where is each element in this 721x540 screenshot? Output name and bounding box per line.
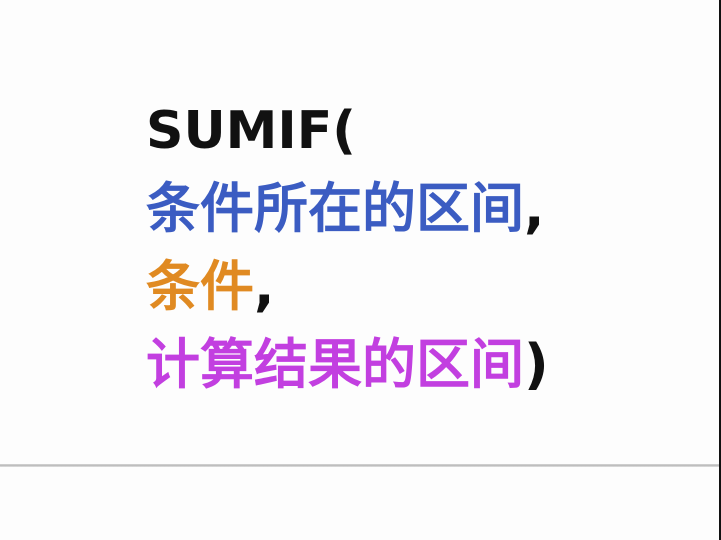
sum-range-argument: 计算结果的区间 [146, 333, 524, 396]
right-edge-border [719, 0, 721, 540]
argument-separator: , [254, 255, 275, 318]
range-argument-line: 条件所在的区间, [146, 170, 549, 248]
sum-range-argument-line: 计算结果的区间) [146, 326, 549, 404]
function-name: SUMIF( [146, 101, 357, 161]
range-argument: 条件所在的区间 [146, 177, 524, 240]
divider [0, 464, 719, 467]
criteria-argument: 条件 [146, 255, 254, 318]
argument-separator: , [524, 177, 545, 240]
closing-parenthesis: ) [524, 333, 549, 396]
sumif-formula: SUMIF( 条件所在的区间, 条件, 计算结果的区间) [146, 92, 549, 404]
function-name-line: SUMIF( [146, 92, 549, 170]
criteria-argument-line: 条件, [146, 248, 549, 326]
